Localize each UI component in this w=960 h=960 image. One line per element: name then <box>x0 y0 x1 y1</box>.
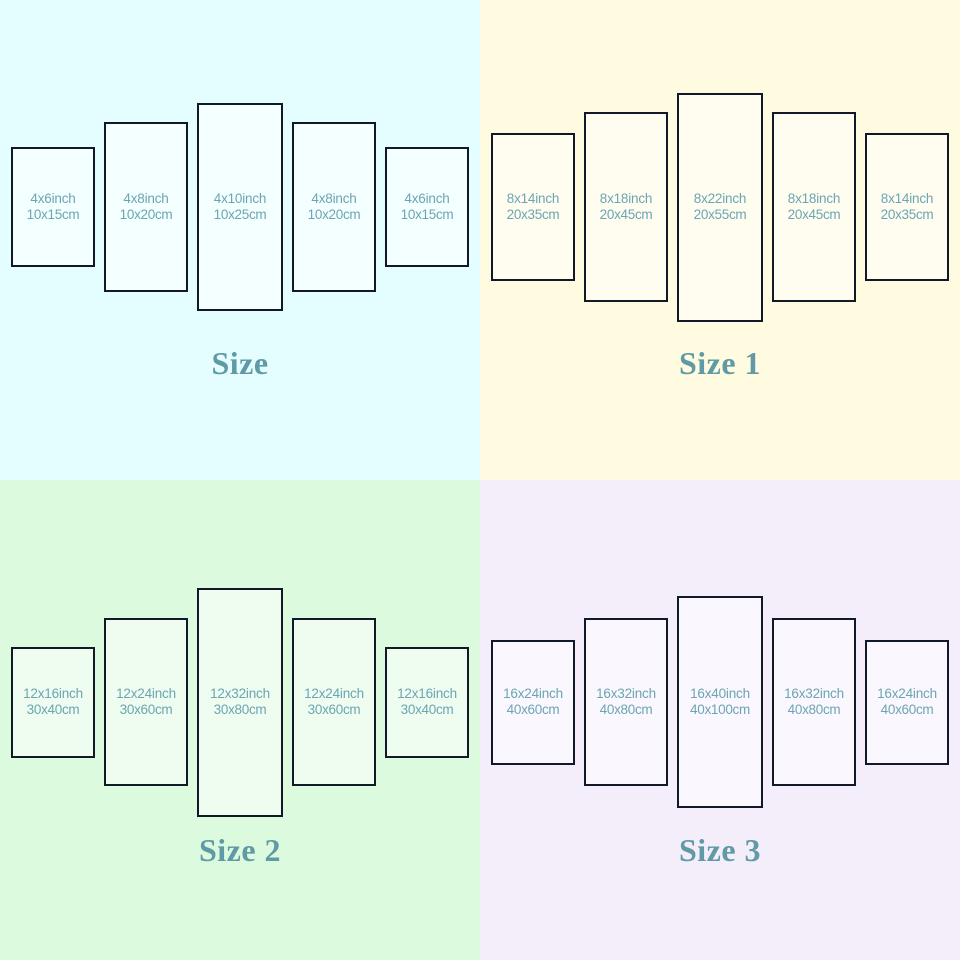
panel-size-inch: 16x32inch <box>596 686 656 702</box>
panel-size-inch: 8x18inch <box>599 191 653 207</box>
panel-size-inch: 16x32inch <box>784 686 844 702</box>
quadrant-title: Size 2 <box>198 832 282 868</box>
panel-size-cm: 10x25cm <box>213 207 267 222</box>
panel-size-cm: 30x40cm <box>400 702 454 717</box>
panel-size-inch: 8x22inch <box>693 191 747 207</box>
quadrant-title: Size 3 <box>678 832 762 868</box>
panel-size-cm: 20x45cm <box>787 207 841 222</box>
panel-size-cm: 10x20cm <box>307 207 361 222</box>
panel-size-inch: 12x24inch <box>116 686 176 702</box>
panel-size-inch: 8x18inch <box>787 191 841 207</box>
panel-size-cm: 10x15cm <box>26 207 80 222</box>
panel-size-inch: 16x40inch <box>690 686 750 702</box>
panel-size-cm: 40x60cm <box>880 702 934 717</box>
panel-size-cm: 30x60cm <box>119 702 173 717</box>
panel-size-cm: 30x40cm <box>26 702 80 717</box>
panel-size-cm: 30x80cm <box>213 702 267 717</box>
panel-size-cm: 40x80cm <box>599 702 653 717</box>
panel-size-cm: 20x45cm <box>599 207 653 222</box>
panel-size-cm: 30x60cm <box>307 702 361 717</box>
panel-size-inch: 12x16inch <box>23 686 83 702</box>
panel-size-inch: 16x24inch <box>503 686 563 702</box>
panel-size-cm: 40x60cm <box>506 702 560 717</box>
quadrant-title: Size 1 <box>678 345 762 381</box>
panel-size-cm: 20x35cm <box>506 207 560 222</box>
panel-size-cm: 40x80cm <box>787 702 841 717</box>
panel-size-cm: 20x55cm <box>693 207 747 222</box>
panel-size-cm: 10x15cm <box>400 207 454 222</box>
panel-size-cm: 20x35cm <box>880 207 934 222</box>
panel-size-cm: 10x20cm <box>119 207 173 222</box>
panel-size-inch: 4x8inch <box>123 191 169 207</box>
panel-size-inch: 12x24inch <box>304 686 364 702</box>
panel-size-inch: 8x14inch <box>506 191 560 207</box>
panel-size-inch: 4x6inch <box>30 191 76 207</box>
panel-size-inch: 4x10inch <box>213 191 267 207</box>
panel-size-inch: 4x8inch <box>311 191 357 207</box>
panel-size-inch: 4x6inch <box>404 191 450 207</box>
panel-size-inch: 12x16inch <box>397 686 457 702</box>
quadrant-title: Size <box>211 345 269 381</box>
panel-size-inch: 12x32inch <box>210 686 270 702</box>
panel-size-cm: 40x100cm <box>690 702 750 717</box>
panel-size-inch: 8x14inch <box>880 191 934 207</box>
panel-size-inch: 16x24inch <box>877 686 937 702</box>
